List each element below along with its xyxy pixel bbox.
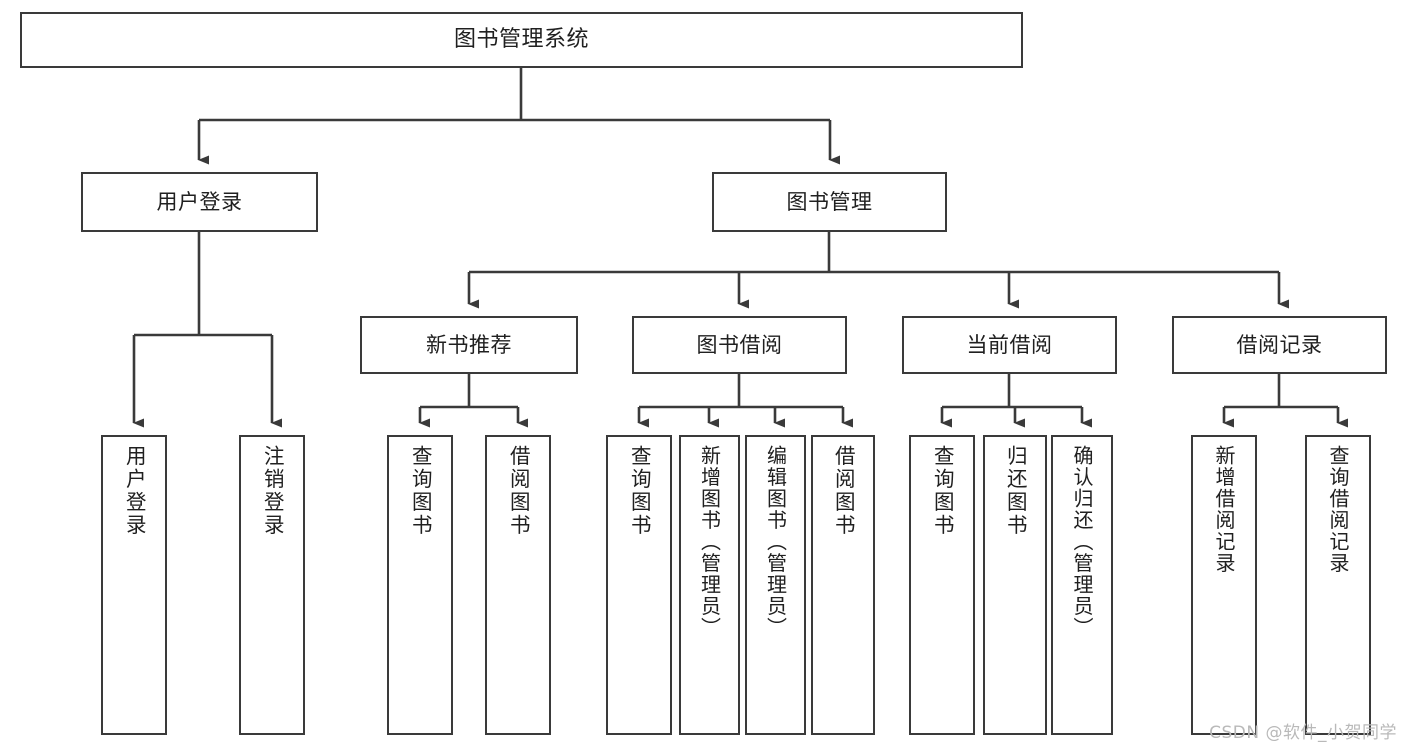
- watermark-text: CSDN @软件_小贺同学: [1209, 723, 1397, 743]
- node-book-manage[interactable]: 图书管理: [712, 172, 947, 232]
- leaf-record-query-borrow-record[interactable]: 查询借阅记录: [1305, 435, 1371, 735]
- node-root-label: 图书管理系统: [453, 27, 589, 53]
- leaf-recommend-query-book[interactable]: 查询图书: [387, 435, 453, 735]
- leaf-current-confirm-return-admin[interactable]: 确认归还（管理员）: [1051, 435, 1113, 735]
- leaf-record-query-borrow-record-label: 查询借阅记录: [1326, 445, 1350, 574]
- leaf-current-return-book-label: 归还图书: [1003, 445, 1028, 537]
- leaf-user-logout-label: 注销登录: [260, 445, 285, 537]
- leaf-record-add-borrow-record[interactable]: 新增借阅记录: [1191, 435, 1257, 735]
- leaf-borrow-add-book-admin-label: 新增图书（管理员）: [697, 445, 722, 639]
- leaf-borrow-edit-book-admin-label: 编辑图书（管理员）: [763, 445, 788, 639]
- node-user-login[interactable]: 用户登录: [81, 172, 318, 232]
- leaf-borrow-add-book-admin[interactable]: 新增图书（管理员）: [679, 435, 740, 735]
- node-root[interactable]: 图书管理系统: [20, 12, 1023, 68]
- node-current-borrow[interactable]: 当前借阅: [902, 316, 1117, 374]
- leaf-current-query-book-label: 查询图书: [930, 445, 955, 537]
- leaf-borrow-borrow-book-label: 借阅图书: [831, 445, 856, 537]
- node-book-manage-label: 图书管理: [786, 189, 873, 214]
- leaf-current-return-book[interactable]: 归还图书: [983, 435, 1047, 735]
- leaf-user-logout[interactable]: 注销登录: [239, 435, 305, 735]
- node-borrow-record-label: 借阅记录: [1236, 332, 1323, 357]
- node-current-borrow-label: 当前借阅: [966, 332, 1053, 357]
- node-new-book-recommend[interactable]: 新书推荐: [360, 316, 578, 374]
- leaf-recommend-borrow-book[interactable]: 借阅图书: [485, 435, 551, 735]
- leaf-recommend-query-book-label: 查询图书: [408, 445, 433, 537]
- leaf-user-login-label: 用户登录: [122, 445, 147, 537]
- leaf-record-add-borrow-record-label: 新增借阅记录: [1212, 445, 1236, 574]
- leaf-current-query-book[interactable]: 查询图书: [909, 435, 975, 735]
- leaf-recommend-borrow-book-label: 借阅图书: [506, 445, 531, 537]
- node-book-borrow-label: 图书借阅: [696, 332, 783, 357]
- leaf-user-login[interactable]: 用户登录: [101, 435, 167, 735]
- node-user-login-label: 用户登录: [156, 189, 243, 214]
- leaf-borrow-query-book-label: 查询图书: [627, 445, 652, 537]
- leaf-borrow-borrow-book[interactable]: 借阅图书: [811, 435, 875, 735]
- leaf-current-confirm-return-admin-label: 确认归还（管理员）: [1070, 445, 1094, 639]
- node-new-book-recommend-label: 新书推荐: [426, 332, 512, 357]
- leaf-borrow-edit-book-admin[interactable]: 编辑图书（管理员）: [745, 435, 806, 735]
- leaf-borrow-query-book[interactable]: 查询图书: [606, 435, 672, 735]
- node-book-borrow[interactable]: 图书借阅: [632, 316, 847, 374]
- node-borrow-record[interactable]: 借阅记录: [1172, 316, 1387, 374]
